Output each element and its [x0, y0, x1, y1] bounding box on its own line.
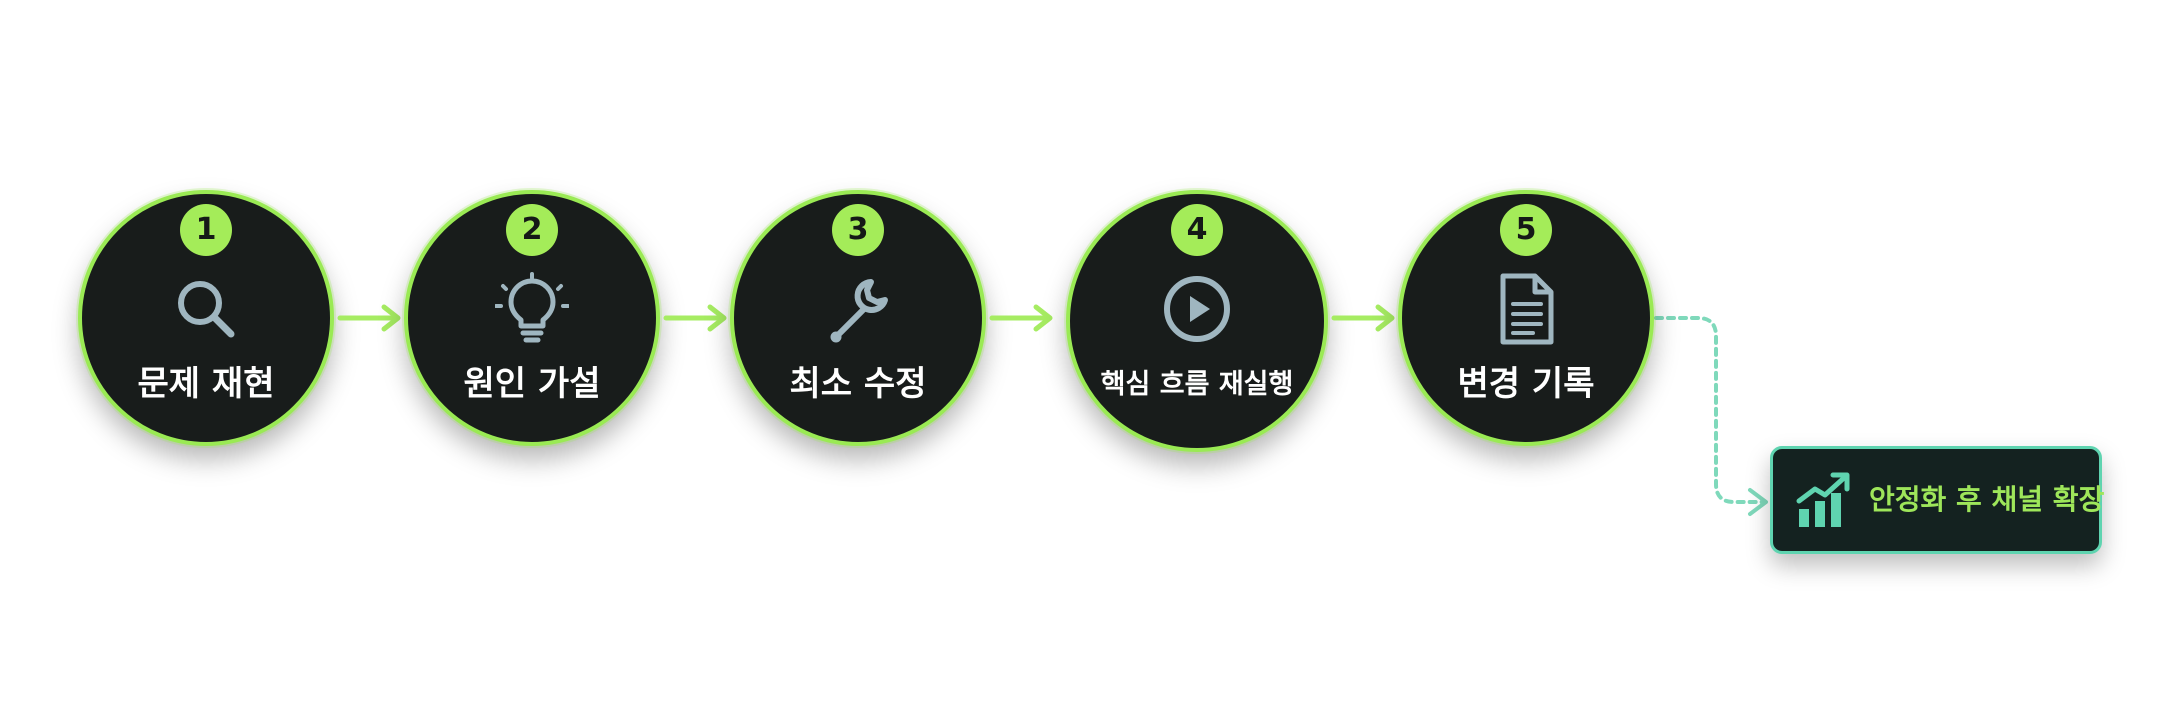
final-step-label: 안정화 후 채널 확장: [1869, 483, 2105, 516]
step-label: 핵심 흐름 재실행: [1100, 369, 1294, 400]
step-number-badge: 1: [180, 204, 232, 256]
step-label: 문제 재현: [137, 364, 275, 404]
step-number-badge: 2: [506, 204, 558, 256]
step-4: 4 핵심 흐름 재실행: [1066, 190, 1328, 452]
step-label: 최소 수정: [789, 364, 927, 404]
step-number-badge: 4: [1171, 204, 1223, 256]
step-label: 원인 가설: [463, 364, 601, 404]
arrow-right-icon: [337, 304, 401, 332]
arrow-right-icon: [663, 304, 727, 332]
step-5: 5 변경 기록: [1398, 190, 1654, 446]
wrench-icon: [830, 279, 888, 343]
step-3: 3 최소 수정: [730, 190, 986, 446]
arrow-right-icon: [1331, 304, 1395, 332]
step-label: 변경 기록: [1457, 364, 1595, 404]
lightbulb-icon: [495, 272, 569, 343]
document-icon: [1500, 273, 1554, 345]
play-circle-icon: [1164, 276, 1230, 342]
search-icon: [178, 281, 235, 338]
step-2: 2 원인 가설: [404, 190, 660, 446]
step-number-badge: 5: [1500, 204, 1552, 256]
step-number-badge: 3: [832, 204, 884, 256]
final-step-box: 안정화 후 채널 확장: [1770, 446, 2105, 554]
arrow-right-icon: [989, 304, 1053, 332]
step-1: 1 문제 재현: [78, 190, 334, 446]
growth-chart-icon: [1796, 472, 1850, 527]
